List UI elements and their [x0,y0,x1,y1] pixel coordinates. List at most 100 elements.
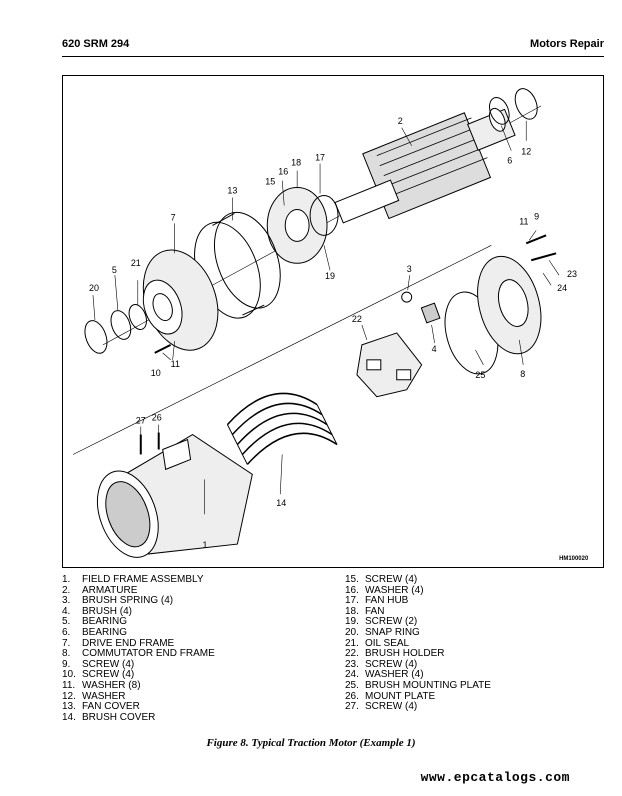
callout-11-right: 11 [519,216,528,226]
legend-num: 22. [345,648,359,660]
legend-text: BRUSH (4) [82,605,133,617]
legend-num: 19. [345,616,359,628]
legend-text: COMMUTATOR END FRAME [82,648,215,660]
legend-item: 1.FIELD FRAME ASSEMBLY [62,574,215,586]
legend-num: 4. [62,605,71,617]
callout-27: 27 [136,416,146,426]
legend-num: 25. [345,679,359,691]
callout-13: 13 [227,186,237,196]
legend-text: FIELD FRAME ASSEMBLY [82,574,204,585]
legend-item: 9. SCREW (4) [62,658,215,671]
legend-text: FAN HUB [365,595,409,607]
legend-num: 20. [345,626,359,638]
legend-text: BEARING [82,626,128,638]
legend-item: 5.BEARING [62,617,215,628]
legend-num: 6. [62,626,71,638]
callout-25: 25 [475,370,485,380]
legend-item: 18. FAN [345,605,491,618]
legend-num: 14. [62,711,76,723]
legend-num: 8. [62,648,71,660]
legend-num: 10. [62,669,76,681]
legend-item: 25.BRUSH MOUNTING PLATE [345,679,491,692]
callout-21: 21 [131,258,141,268]
legend-num: 16. [345,584,359,596]
brush-holder-drawing [356,332,423,398]
legend-item: 12.WASHER [62,691,215,703]
legend-item: 8. COMMUTATOR END FRAME [62,649,215,660]
brush-drawing [420,302,441,324]
brush-cover-drawing [226,392,338,465]
legend-item: 14. BRUSH COVER [62,711,215,724]
oil-seal-drawing [128,304,147,330]
callout-24: 24 [557,283,567,293]
callout-22: 22 [352,314,362,324]
washer-12-drawing [514,88,538,120]
callout-20: 20 [89,283,99,293]
legend-item: 17. FAN HUB [345,596,491,607]
legend-item: 24.WASHER (4) [345,670,491,681]
legend-num: 18. [345,605,359,617]
legend-item: 15.SCREW (4) [345,574,491,586]
legend-item: 20. SNAP RING [345,626,491,639]
callout-26: 26 [152,413,162,423]
legend-num: 9. [62,658,71,670]
legend-item: 26.MOUNT PLATE [345,690,491,703]
legend-item: 21. OIL SEAL [345,637,491,650]
legend-text: BRUSH COVER [82,711,156,723]
motor-exploded-drawing: 2 6 12 13 7 17 18 16 15 19 21 5 20 10 11… [72,88,589,562]
legend-num: 21. [345,637,359,649]
legend-text: WASHER (8) [82,679,141,691]
parts-legend-left: 1.FIELD FRAME ASSEMBLY 2.ARMATURE 3.BRUS… [62,574,215,724]
drive-end-frame-drawing [142,249,219,351]
legend-num: 17. [345,595,359,607]
parts-legend-right: 15.SCREW (4) 16. WASHER (4) 17. FAN HUB 18… [345,574,491,713]
callout-3: 3 [407,264,412,274]
legend-num: 5. [62,616,71,628]
legend-num: 7. [62,637,71,649]
legend-text: SNAP RING [365,626,420,638]
callout-7: 7 [171,212,176,222]
doc-code: 620 SRM 294 [62,38,130,50]
callout-6: 6 [507,156,512,166]
legend-num: 27. [345,701,359,713]
legend-text: MOUNT PLATE [365,690,436,702]
field-frame-drawing [96,433,253,558]
legend-item: 23.SCREW (4) [345,659,491,671]
figure-id-label: HM100020 [559,556,589,562]
fan-hub-drawing [309,195,339,236]
callout-11-left: 11 [171,359,180,369]
screw-23-drawing [530,252,557,262]
legend-text: OIL SEAL [365,637,410,649]
callout-2: 2 [398,116,403,126]
legend-num: 2. [62,584,71,596]
legend-num: 3. [62,595,71,607]
legend-num: 11. [62,679,76,691]
bearing-6-drawing [489,97,510,125]
legend-item: 11. WASHER (8) [62,679,215,692]
callout-16: 16 [278,167,288,177]
callout-4: 4 [432,344,437,354]
header-rule [62,56,604,57]
legend-text: SCREW (4) [82,669,135,681]
legend-item: 19. SCREW (2) [345,617,491,628]
legend-text: SCREW (4) [82,658,135,670]
callout-15: 15 [265,177,275,187]
legend-text: WASHER (4) [365,584,424,596]
armature-drawing [334,107,516,224]
legend-item: 13.FAN COVER [62,702,215,713]
figure-caption: Figure 8. Typical Traction Motor (Exampl… [206,737,416,749]
legend-text: FAN COVER [82,701,140,713]
bearing-5-drawing [110,310,132,340]
legend-item: 16. WASHER (4) [345,584,491,597]
callout-10: 10 [151,368,161,378]
legend-text: SCREW (4) [365,574,418,585]
callout-17: 17 [315,153,325,163]
legend-text: FAN [365,605,385,617]
legend-item: 7.DRIVE END FRAME [62,637,215,650]
legend-text: ARMATURE [82,584,138,596]
callout-18: 18 [291,158,301,168]
legend-item: 3.BRUSH SPRING (4) [62,596,215,607]
axis-line-bottom [72,245,492,455]
legend-text: SCREW (2) [365,616,418,628]
callout-12: 12 [521,147,531,157]
